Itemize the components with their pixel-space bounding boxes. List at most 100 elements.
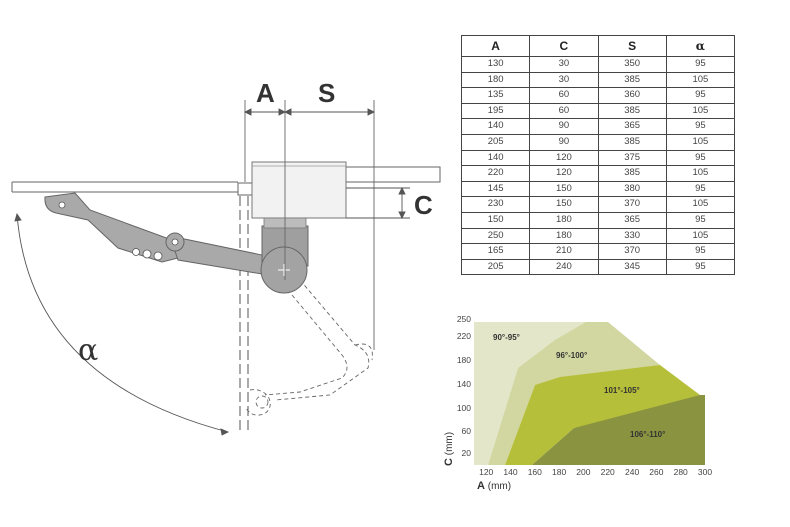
table-cell: 380 (597, 180, 667, 198)
zone-label-96-100: 96°-100° (556, 351, 587, 360)
table-cell: 105 (665, 165, 736, 182)
table-cell: 350 (597, 56, 667, 73)
table-cell: 180 (460, 71, 531, 89)
table-cell: 90 (529, 133, 599, 151)
table-cell: 105 (665, 102, 736, 120)
table-cell: 150 (529, 180, 599, 198)
zone-label-106-110: 106°-110° (630, 430, 665, 439)
x-tick: 240 (625, 467, 639, 477)
dimension-c (346, 186, 410, 220)
table-cell: 370 (597, 243, 667, 260)
reference-lines (244, 100, 375, 350)
y-tick-labels: 250 220 180 140 100 60 20 (457, 314, 471, 458)
table-cell: 95 (665, 180, 736, 198)
table-cell: 205 (460, 133, 531, 151)
table-cell: 210 (529, 243, 599, 260)
x-axis-letter: A (477, 480, 485, 492)
table-cell: 375 (597, 149, 667, 167)
table-cell: 150 (460, 211, 531, 229)
y-tick: 250 (457, 314, 471, 324)
drive-pivot (260, 217, 309, 294)
table-cell: 180 (529, 227, 599, 245)
table-cell: 165 (460, 243, 531, 260)
y-tick: 220 (457, 331, 471, 341)
arm-open-position-outline (245, 279, 373, 416)
table-cell: 365 (597, 118, 667, 135)
table-cell: 105 (665, 196, 736, 213)
gate-leaf (11, 181, 238, 193)
zone-label-101-105: 101°-105° (604, 386, 640, 395)
table-cell: 30 (529, 56, 599, 73)
table-cell: 385 (597, 133, 667, 151)
table-cell: 95 (665, 243, 736, 260)
table-cell: 330 (597, 227, 667, 245)
table-cell: 60 (529, 102, 599, 120)
table-header-cell: α (665, 35, 736, 57)
table-cell: 130 (460, 56, 531, 73)
table-cell: 95 (665, 258, 736, 276)
x-tick: 140 (503, 467, 517, 477)
dimension-c-label: C (414, 190, 433, 220)
table-cell: 145 (460, 180, 531, 198)
table-header-cell: C (529, 35, 599, 57)
table-cell: 135 (460, 87, 531, 104)
opening-angle-arc (14, 212, 230, 436)
dimension-s-label: S (318, 78, 335, 108)
y-tick: 20 (462, 448, 472, 458)
x-tick: 180 (552, 467, 566, 477)
table-cell: 385 (597, 165, 667, 182)
table-header-cell: A (460, 35, 531, 57)
x-tick: 220 (601, 467, 615, 477)
table-cell: 385 (597, 71, 667, 89)
fixing-rail (344, 166, 441, 183)
table-cell: 360 (597, 87, 667, 104)
y-tick: 100 (457, 403, 471, 413)
table-cell: 60 (529, 87, 599, 104)
table-cell: 95 (665, 211, 736, 229)
table-cell: 120 (529, 149, 599, 167)
table-cell: 370 (597, 196, 667, 213)
x-tick: 280 (674, 467, 688, 477)
zone-96-100 (488, 322, 660, 465)
x-tick: 300 (698, 467, 712, 477)
table-cell: 250 (460, 227, 531, 245)
x-axis-title: A (mm) (477, 480, 511, 492)
table-cell: 220 (460, 165, 531, 182)
x-tick: 200 (576, 467, 590, 477)
x-tick: 260 (649, 467, 663, 477)
y-axis-unit: (mm) (444, 432, 455, 455)
articulated-arm (44, 192, 269, 276)
table-cell: 240 (529, 258, 599, 276)
table-cell: 95 (665, 149, 736, 167)
table-cell: 120 (529, 165, 599, 182)
table-cell: 90 (529, 118, 599, 135)
x-axis-unit: (mm) (488, 481, 511, 492)
x-tick: 120 (479, 467, 493, 477)
svg-text:C (mm): C (mm) (443, 432, 455, 466)
y-tick: 180 (457, 355, 471, 365)
table-cell: 150 (529, 196, 599, 213)
table-cell: 105 (665, 227, 736, 245)
table-cell: 385 (597, 102, 667, 120)
opening-angle-label: α (78, 333, 98, 368)
table-cell: 365 (597, 211, 667, 229)
table-cell: 140 (460, 118, 531, 135)
y-tick: 140 (457, 379, 471, 389)
y-tick: 60 (462, 426, 472, 436)
dimension-a-s (243, 108, 376, 116)
dimension-a-label: A (256, 78, 275, 108)
